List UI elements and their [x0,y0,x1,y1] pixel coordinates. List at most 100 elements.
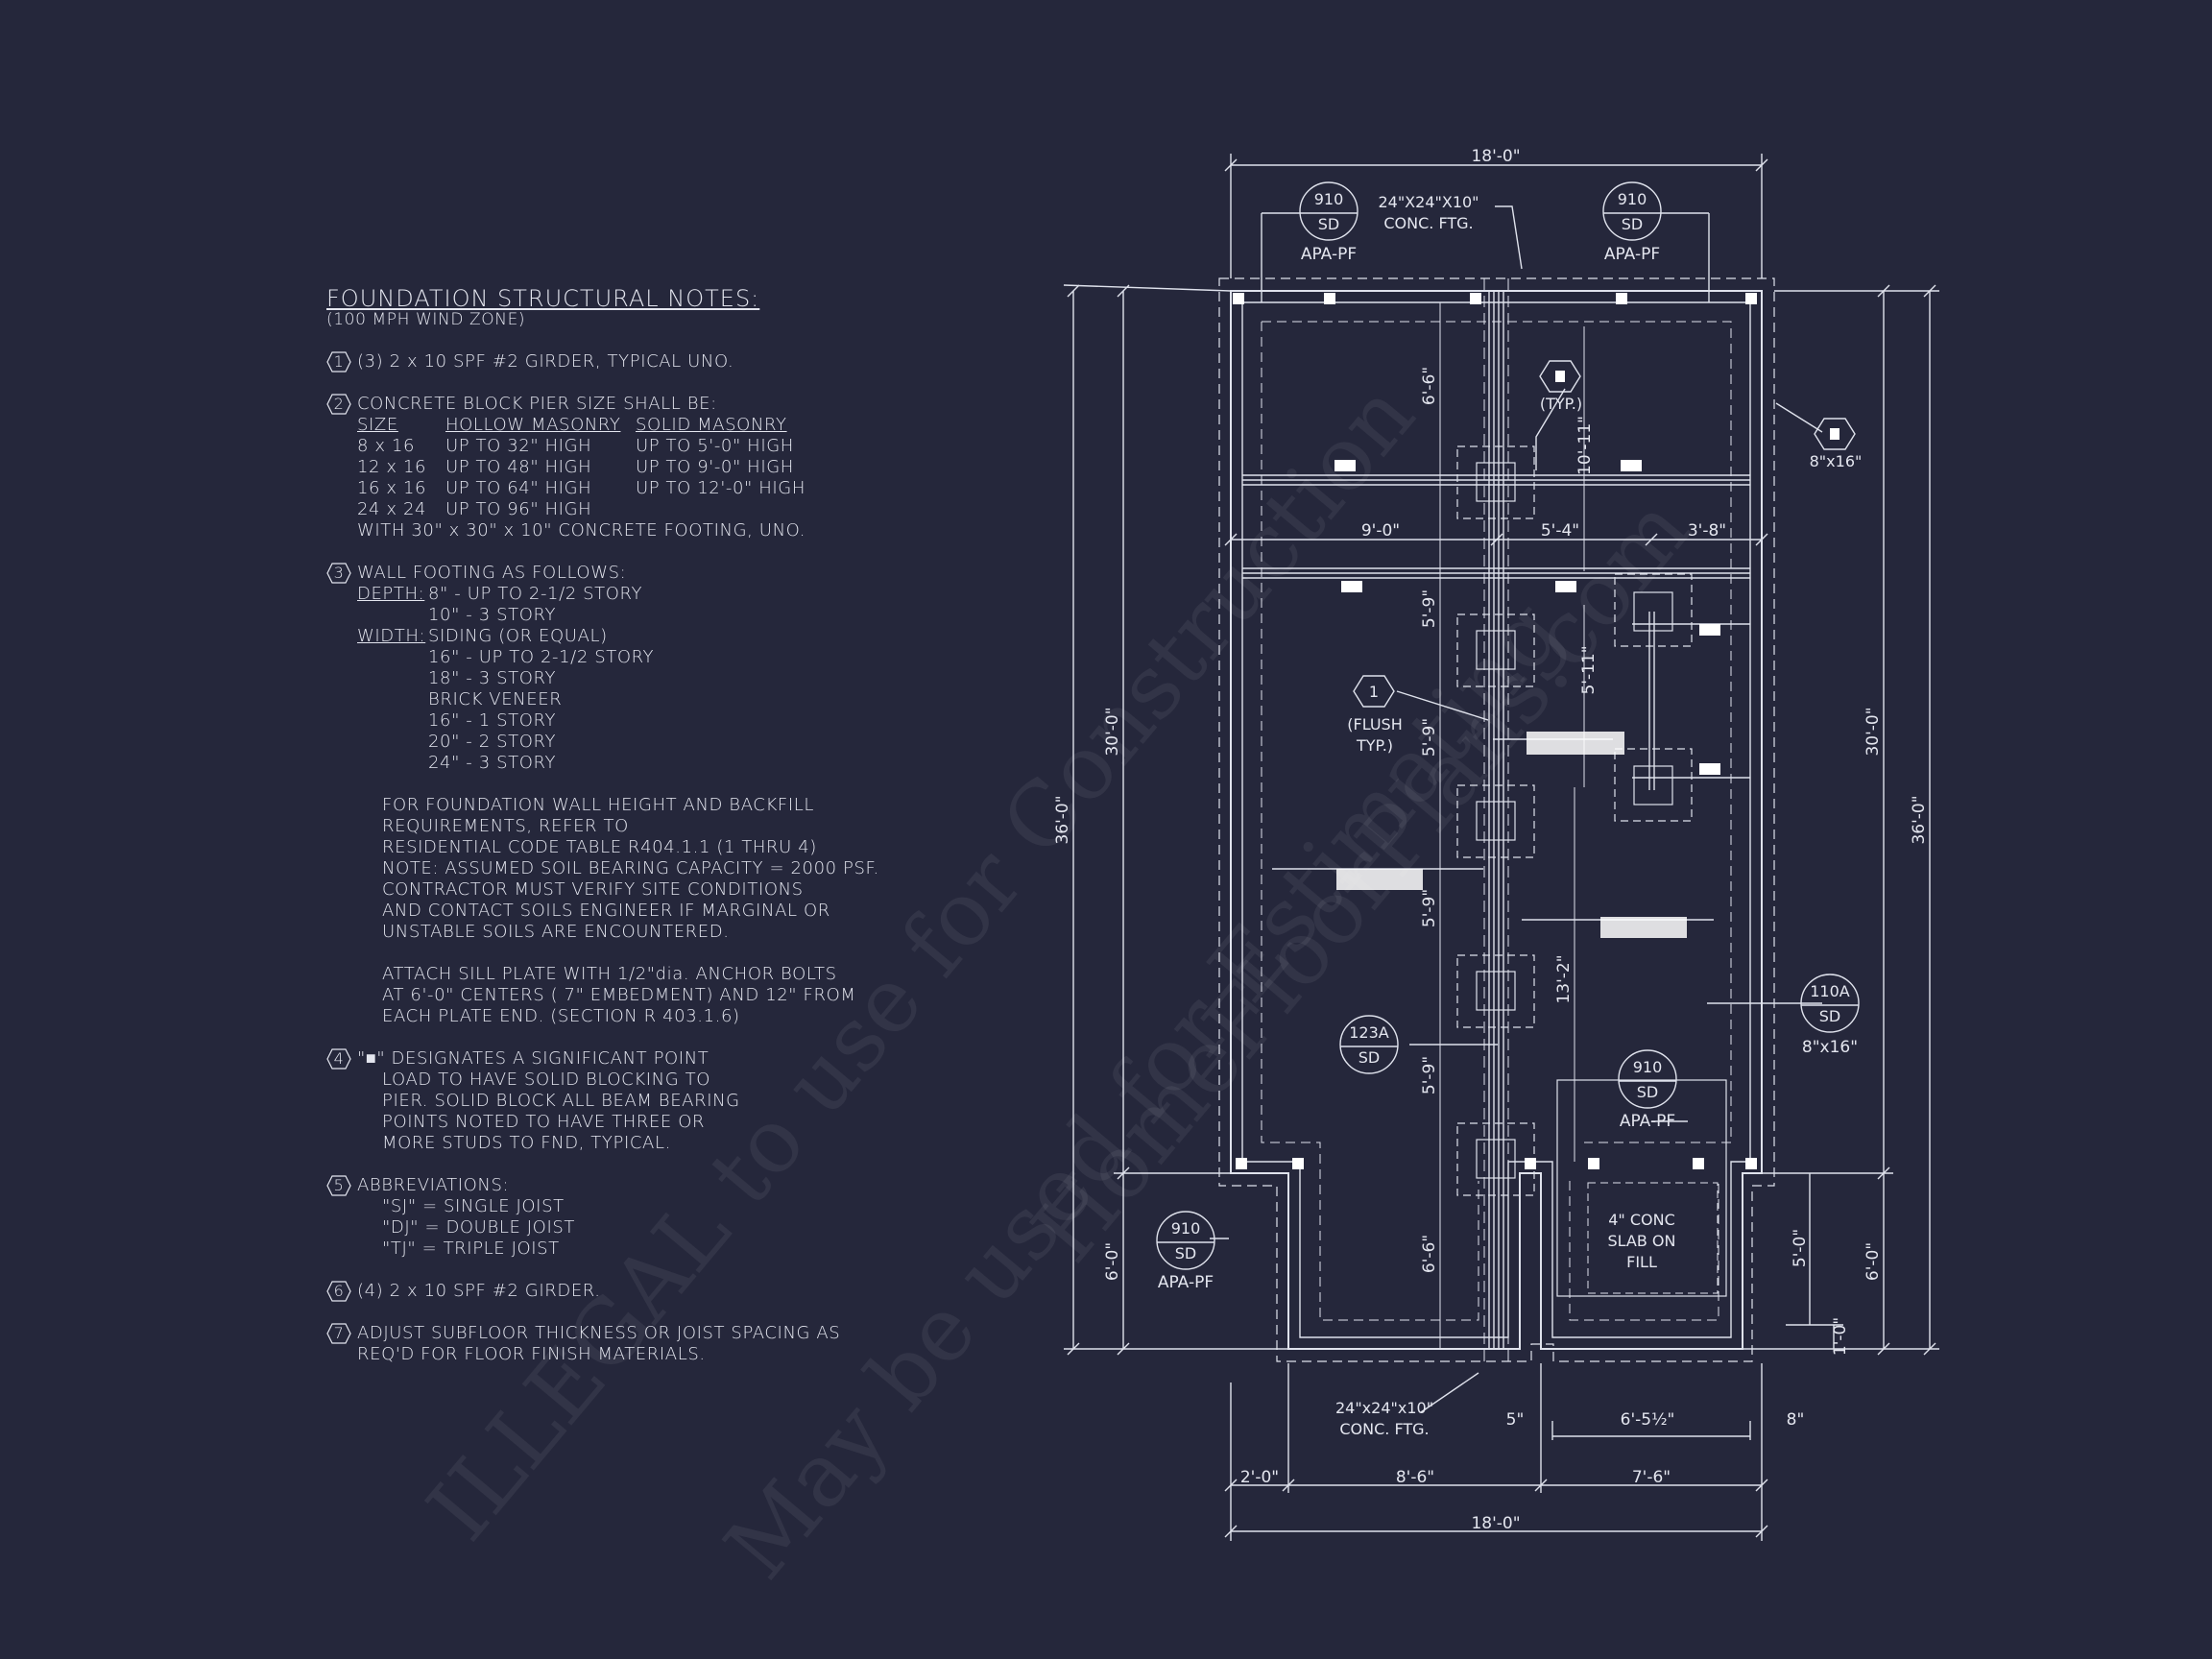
note-4: 4 "■" DESIGNATES A SIGNIFICANT POINT LOA… [326,1048,941,1154]
note-footer: WITH 30" x 30" x 10" CONCRETE FOOTING, U… [357,520,806,541]
note-number-badge: 3 [326,563,351,584]
table-cell: UP TO 64" HIGH [445,478,592,498]
width-line: 16" - 1 STORY [428,710,557,731]
note-number-badge: 2 [326,394,351,415]
typ-marker-icon [1555,371,1565,382]
note-line: RESIDENTIAL CODE TABLE R404.1.1 (1 THRU … [382,837,817,857]
table-cell: UP TO 9'-0" HIGH [636,457,794,477]
dim-bottom-overall: 18'-0" [1471,1514,1520,1533]
note-text: (3) 2 x 10 SPF #2 GIRDER, TYPICAL UNO. [357,351,734,372]
note-line: REQUIREMENTS, REFER TO [382,816,629,836]
note-text: CONCRETE BLOCK PIER SIZE SHALL BE: [357,394,717,414]
ftg-top-line1: 24"X24"X10" [1378,193,1479,211]
point-load-markers [1233,293,1757,1169]
slab-label: 4" CONC [1608,1211,1675,1229]
slab-box-inner [1587,1182,1719,1294]
table-cell: UP TO 5'-0" HIGH [636,436,794,456]
dim-3-8: 3'-8" [1688,521,1726,541]
callout-num: 910 [1171,1219,1201,1238]
width-label: WIDTH: [357,626,426,646]
pier-size-table: SIZE HOLLOW MASONRY SOLID MASONRY 8 x 16… [357,415,941,520]
note-line: EACH PLATE END. (SECTION R 403.1.6) [382,1006,740,1026]
callout-num: 910 [1618,190,1647,208]
dim-left-6: 6'-0" [1103,1242,1122,1281]
dim-right-6: 6'-0" [1863,1242,1883,1281]
note-line: LOAD TO HAVE SOLID BLOCKING TO [382,1070,710,1090]
ftg-bottom-line1: 24"x24"x10" [1335,1399,1433,1417]
dim-10-11: 10'-11" [1575,416,1595,475]
note-number-badge: 1 [326,351,351,373]
note-line: POINTS NOTED TO HAVE THREE OR [382,1112,706,1132]
note-line: ADJUST SUBFLOOR THICKNESS OR JOIST SPACI… [357,1323,841,1343]
note-2: 2 CONCRETE BLOCK PIER SIZE SHALL BE: SIZ… [326,394,941,541]
callout-code: SD [1175,1244,1196,1262]
table-cell: UP TO 12'-0" HIGH [636,478,805,498]
dim-right-1: 1'-0" [1831,1317,1850,1356]
inner-footing-dashed [1261,321,1732,1321]
dim-6-6-top: 6'-6" [1420,367,1439,405]
dim-left-36: 36'-0" [1053,795,1072,844]
dim-bottom-2-0: 2'-0" [1240,1468,1279,1487]
width-line: 24" - 3 STORY [428,753,557,773]
dim-right-36: 36'-0" [1910,795,1929,844]
dim-5-9-a: 5'-9" [1420,589,1439,628]
table-cell: UP TO 96" HIGH [445,499,592,519]
table-cell: 8 x 16 [357,436,416,456]
footing-outline [1218,277,1775,1362]
note-line: "■" DESIGNATES A SIGNIFICANT POINT [357,1048,709,1069]
note-line: FOR FOUNDATION WALL HEIGHT AND BACKFILL [382,795,814,815]
flush-label: TYP.) [1356,736,1393,755]
ftg-bottom-line2: CONC. FTG. [1339,1420,1429,1438]
note-text: ABBREVIATIONS: [357,1175,510,1195]
callout-code: SD [1622,215,1643,233]
width-line: 18" - 3 STORY [428,668,557,688]
width-line: SIDING (OR EQUAL) [428,626,608,646]
dim-left-30: 30'-0" [1103,707,1122,756]
dim-5-9-b: 5'-9" [1420,718,1439,757]
foundation-wall-outer [1230,290,1763,1350]
callout-num: 910 [1633,1058,1663,1076]
note-6: 6 (4) 2 x 10 SPF #2 GIRDER. [326,1281,941,1302]
table-cell: 16 x 16 [357,478,427,498]
callout-num: 110A [1810,982,1850,1000]
callout-code: SD [1637,1083,1658,1101]
note-line: AND CONTACT SOILS ENGINEER IF MARGINAL O… [382,901,830,921]
callout-code: SD [1358,1048,1380,1067]
dim-5-4: 5'-4" [1541,521,1579,541]
notes-subtitle: (100 MPH WIND ZONE) [326,310,526,329]
foundation-notes: FOUNDATION STRUCTURAL NOTES: (100 MPH WI… [326,287,941,1386]
dim-6-6-bottom: 6'-6" [1420,1235,1439,1273]
dim-5-9-d: 5'-9" [1420,1056,1439,1094]
note-line: "DJ" = DOUBLE JOIST [382,1217,575,1238]
dim-bottom-8: 8" [1787,1410,1805,1430]
pier-size-label: 8"x16" [1810,452,1863,470]
note-line: PIER. SOLID BLOCK ALL BEAM BEARING [382,1091,740,1111]
width-line: 16" - UP TO 2-1/2 STORY [428,647,655,667]
horizontal-girders [1242,474,1750,790]
dim-13-2: 13'-2" [1554,954,1574,1003]
callout-label: APA-PF [1620,1112,1675,1131]
table-cell: 12 x 16 [357,457,427,477]
callout-label: 8"x16" [1802,1038,1858,1057]
table-header: SIZE [357,415,398,435]
dim-right-30: 30'-0" [1863,707,1883,756]
dim-top-overall: 18'-0" [1471,147,1520,166]
note-line: AT 6'-0" CENTERS ( 7" EMBEDMENT) AND 12"… [382,985,856,1005]
flush-label: (FLUSH [1347,715,1402,733]
dim-bottom-7-6: 7'-6" [1632,1468,1671,1487]
dim-5-9-c: 5'-9" [1420,889,1439,927]
note-line: CONTRACTOR MUST VERIFY SITE CONDITIONS [382,879,804,900]
width-line: 20" - 2 STORY [428,732,557,752]
depth-label: DEPTH: [357,584,425,604]
note-line: REQ'D FOR FLOOR FINISH MATERIALS. [357,1344,706,1364]
depth-line: 8" - UP TO 2-1/2 STORY [428,584,643,604]
width-line: BRICK VENEER [428,689,563,709]
table-cell: UP TO 32" HIGH [445,436,592,456]
note-text: (4) 2 x 10 SPF #2 GIRDER. [357,1281,601,1301]
callout-code: SD [1819,1007,1840,1025]
note-number-badge: 6 [326,1281,351,1302]
note-line: "TJ" = TRIPLE JOIST [382,1238,560,1259]
note-1: 1 (3) 2 x 10 SPF #2 GIRDER, TYPICAL UNO. [326,351,941,373]
note-line: NOTE: ASSUMED SOIL BEARING CAPACITY = 20… [382,858,879,878]
callout-num: 123A [1349,1023,1389,1042]
